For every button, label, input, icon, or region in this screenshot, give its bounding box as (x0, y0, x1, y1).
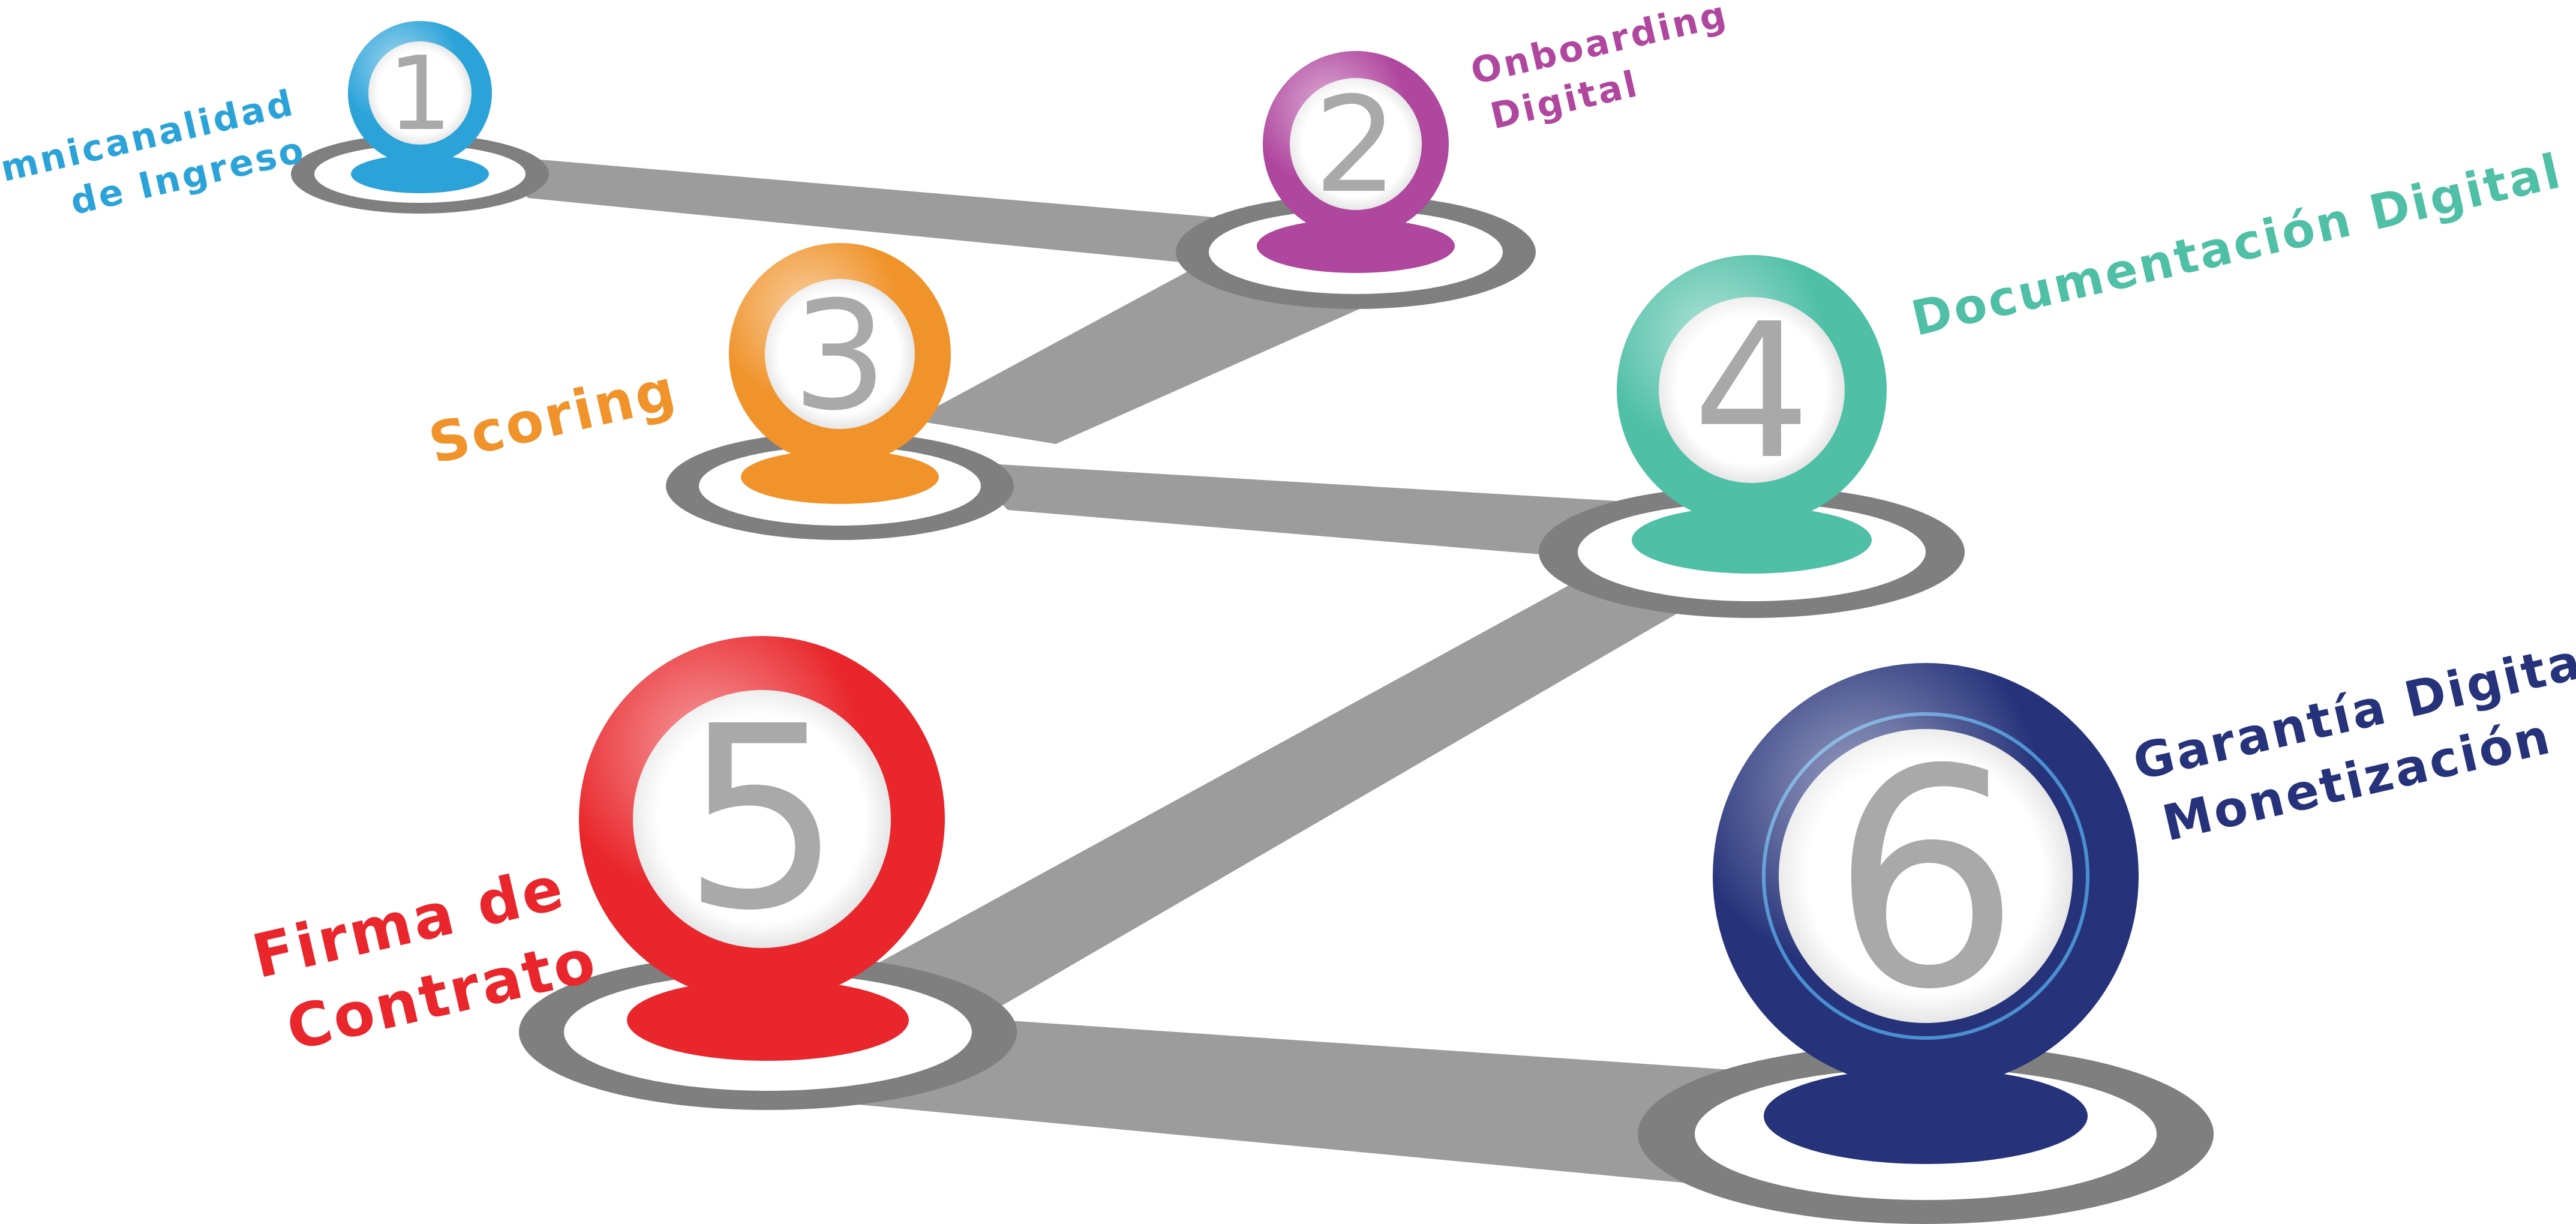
path-segment-5-6 (852, 1014, 1794, 1188)
step-5: 5 Firma de Contrato (246, 636, 1017, 1110)
step-2: 2 Onboarding Digital (1176, 0, 1732, 309)
step-6-pin-shine (1713, 663, 2139, 1089)
step-5-pin-shine (579, 636, 945, 1002)
step-4-base-disc (1632, 506, 1872, 574)
path-segment-4-5 (840, 564, 1680, 1044)
step-5-base-disc (627, 979, 909, 1061)
step-2-number: 2 (1314, 68, 1398, 222)
step-6: 6 Garantía Digital Monetización (1638, 629, 2576, 1224)
path-segment-3-4 (960, 462, 1668, 564)
step-1-base-disc (351, 155, 489, 193)
step-1-number: 1 (388, 35, 452, 154)
step-2-base-disc (1257, 219, 1455, 273)
step-3-label-line-1: Scoring (423, 357, 683, 476)
step-1-pin-shine (348, 21, 492, 165)
step-3: 3 Scoring (423, 243, 1014, 540)
step-3-pin-shine (729, 243, 951, 465)
step-4: 4 Documentación Digital (1539, 143, 2568, 618)
path-segment-1-2 (498, 156, 1236, 267)
step-1: 1 Omnicanalidad de Ingreso (0, 21, 549, 223)
step-6-base-disc (1764, 1068, 2088, 1164)
step-6-number: 6 (1830, 706, 2021, 1055)
step-5-number: 5 (681, 673, 842, 966)
step-2-pin-shine (1263, 51, 1449, 237)
step-4-pin-shine (1617, 255, 1887, 525)
step-3-number: 3 (792, 269, 887, 443)
step-4-number: 4 (1692, 284, 1811, 500)
connector-path (498, 156, 1794, 1188)
step-3-base-disc (741, 450, 939, 504)
step-4-label-line-1: Documentación Digital (1907, 143, 2568, 347)
